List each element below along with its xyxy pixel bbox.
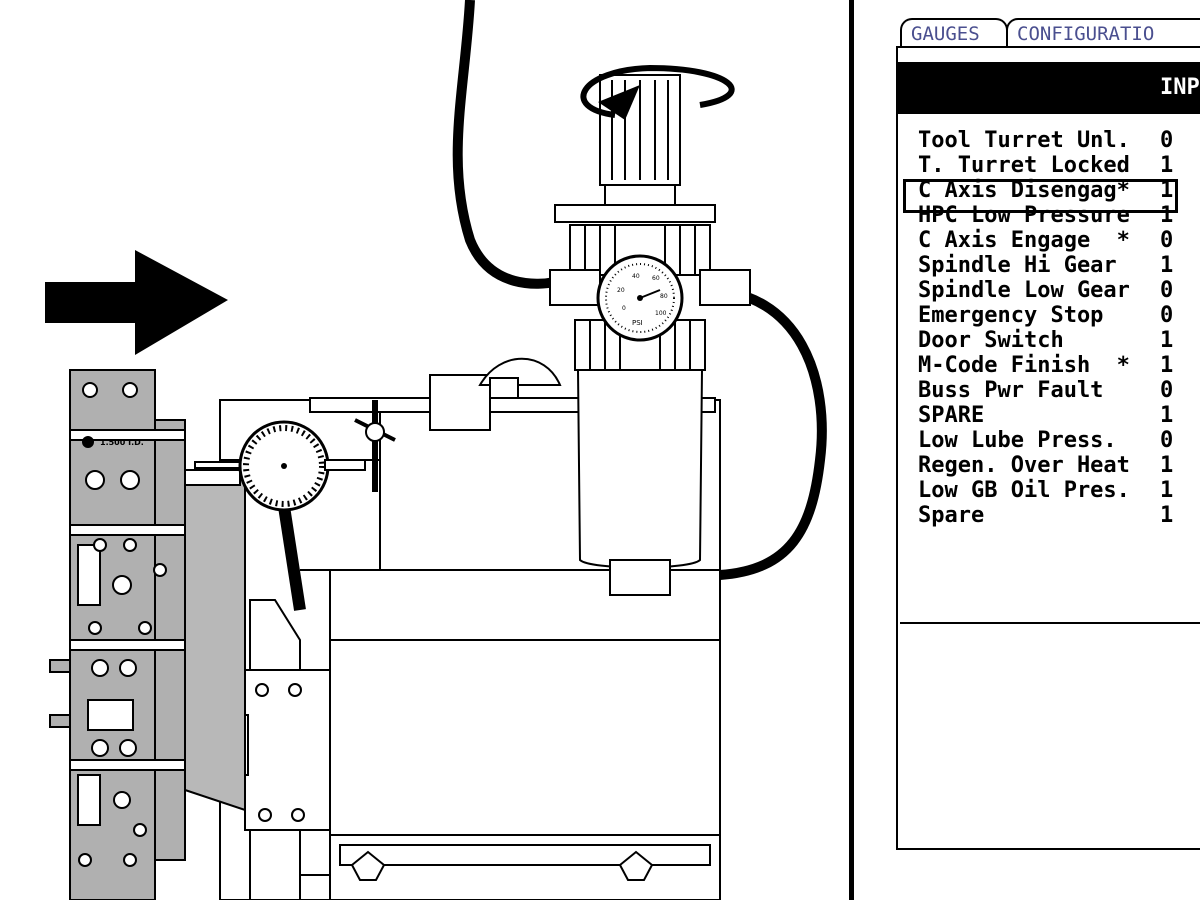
list-item: Low Lube Press. 0 bbox=[918, 428, 1174, 453]
svg-text:20: 20 bbox=[617, 287, 625, 294]
lathe-illustration: 1.500 I.D. PSI bbox=[45, 0, 827, 900]
air-hose-inlet bbox=[452, 0, 556, 289]
list-item: SPARE 1 bbox=[918, 403, 1174, 428]
list-item: C Axis Engage *0 bbox=[918, 228, 1174, 253]
inputs-panel: INPU Tool Turret Unl.0 T. Turret Locked1… bbox=[896, 46, 1200, 850]
pressure-gauge: PSI 20 40 60 80 100 0 bbox=[596, 254, 684, 342]
gauge-label: PSI bbox=[632, 319, 643, 327]
rotate-arrow-icon bbox=[580, 64, 735, 118]
dial-indicator bbox=[194, 400, 396, 611]
list-item: Tool Turret Unl.0 bbox=[918, 128, 1174, 153]
spindle-bolts bbox=[78, 382, 167, 867]
right-arrow-icon bbox=[45, 250, 228, 355]
svg-text:40: 40 bbox=[632, 273, 640, 280]
air-regulator bbox=[549, 74, 751, 596]
svg-text:0: 0 bbox=[622, 305, 626, 312]
gray-plate bbox=[184, 479, 246, 812]
svg-text:80: 80 bbox=[660, 293, 668, 300]
tool-holder bbox=[187, 599, 331, 900]
panel-header: INPU bbox=[898, 62, 1200, 114]
list-item: Spindle Hi Gear 1 bbox=[918, 253, 1174, 278]
list-item: C Axis Disengag*1 bbox=[918, 178, 1174, 203]
panel-divider bbox=[849, 0, 854, 900]
tab-configuration[interactable]: CONFIGURATIO bbox=[1006, 18, 1200, 48]
svg-text:100: 100 bbox=[655, 310, 667, 317]
list-item: M-Code Finish *1 bbox=[918, 353, 1174, 378]
spindle-label: 1.500 I.D. bbox=[100, 438, 144, 447]
list-item: Door Switch 1 bbox=[918, 328, 1174, 353]
control-screen: CONFIGURATIO GAUGES INPU Tool Turret Unl… bbox=[854, 0, 1200, 900]
air-hose-outlet bbox=[704, 285, 827, 580]
tab-gauges[interactable]: GAUGES bbox=[900, 18, 1008, 48]
svg-text:60: 60 bbox=[652, 275, 660, 282]
spindle-assembly bbox=[49, 369, 186, 900]
list-item: Emergency Stop 0 bbox=[918, 303, 1174, 328]
list-item: Buss Pwr Fault 0 bbox=[918, 378, 1174, 403]
panel-separator bbox=[900, 622, 1200, 624]
list-item: Spare 1 bbox=[918, 503, 1174, 528]
list-item: Low GB Oil Pres.1 bbox=[918, 478, 1174, 503]
